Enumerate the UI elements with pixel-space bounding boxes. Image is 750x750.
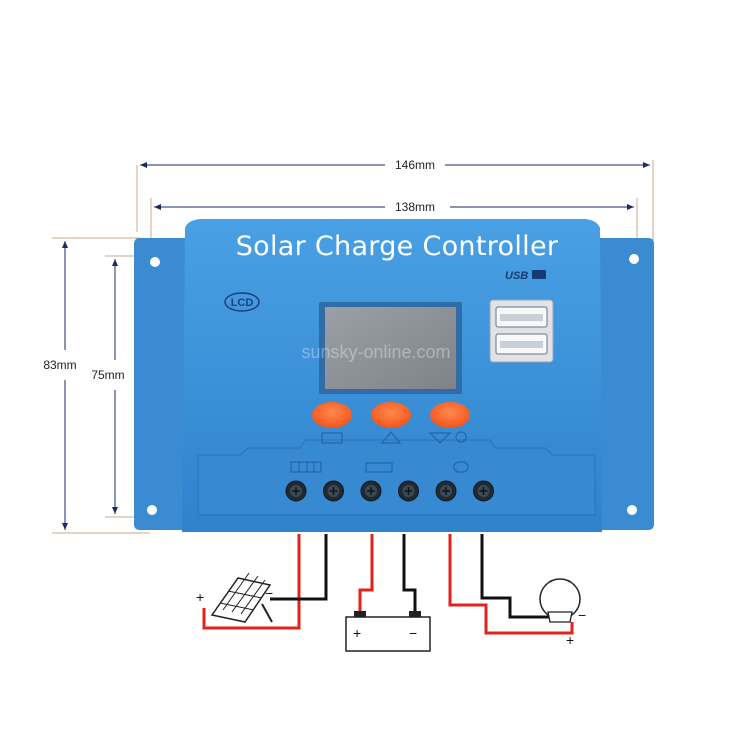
inner-width-label: 138mm (395, 200, 435, 214)
screw-terminal (473, 480, 494, 502)
usb-label-group: USB (505, 270, 546, 282)
usb-label: USB (505, 270, 528, 282)
control-buttons (312, 402, 470, 444)
wiring (202, 534, 574, 635)
screw-terminal (285, 480, 307, 502)
outer-width-label: 146mm (395, 158, 435, 172)
usb-icon (532, 270, 546, 279)
load-terminal-icon (453, 461, 469, 473)
lcd-badge-text: LCD (231, 297, 254, 309)
watermark: sunsky-online.com (301, 342, 450, 362)
battery-icon: + − (345, 611, 431, 652)
battery-negative-wire (402, 534, 417, 617)
down-button[interactable] (430, 402, 470, 428)
screw-terminal (398, 480, 419, 502)
device-title: Solar Charge Controller (236, 231, 559, 262)
battery-terminal-icon (365, 462, 393, 473)
panel-positive-wire (202, 534, 301, 630)
bulb-glyph-icon (455, 431, 467, 443)
mounting-hole-top-left (150, 257, 160, 267)
load-minus-sign: − (578, 607, 586, 623)
dimension-annotations: 146mm 138mm 83mm 75mm (43, 158, 654, 534)
usb-ports (489, 299, 554, 363)
battery-positive-wire (358, 534, 374, 617)
lcd-screen (319, 302, 462, 394)
panel-minus-sign: − (265, 585, 273, 601)
inner-height-label: 75mm (91, 368, 124, 382)
screw-terminal (435, 480, 457, 502)
mounting-hole-bottom-left (147, 505, 157, 515)
mounting-hole-top-right (629, 254, 639, 264)
battery-minus-sign: − (409, 625, 417, 641)
lcd-badge: LCD (224, 292, 260, 312)
menu-icon (321, 432, 343, 444)
solar-panel-icon: + − (196, 572, 273, 623)
mounting-hole-bottom-right (627, 505, 637, 515)
outer-height-label: 83mm (43, 358, 76, 372)
load-plus-sign: + (566, 632, 574, 648)
panel-negative-wire (270, 534, 328, 601)
load-positive-wire (448, 534, 574, 635)
screw-terminal (360, 480, 382, 502)
screw-terminal (323, 480, 344, 502)
terminal-icons (290, 461, 469, 473)
battery-plus-sign: + (353, 625, 361, 641)
up-arrow-icon (380, 430, 402, 444)
screw-terminals (285, 480, 494, 502)
light-bulb-icon: − + (539, 578, 586, 648)
down-arrow-icon (428, 432, 452, 444)
panel-terminal-icon (290, 461, 322, 473)
panel-plus-sign: + (196, 589, 204, 605)
load-negative-wire (480, 534, 555, 619)
up-button[interactable] (371, 402, 411, 428)
menu-button[interactable] (312, 402, 352, 428)
